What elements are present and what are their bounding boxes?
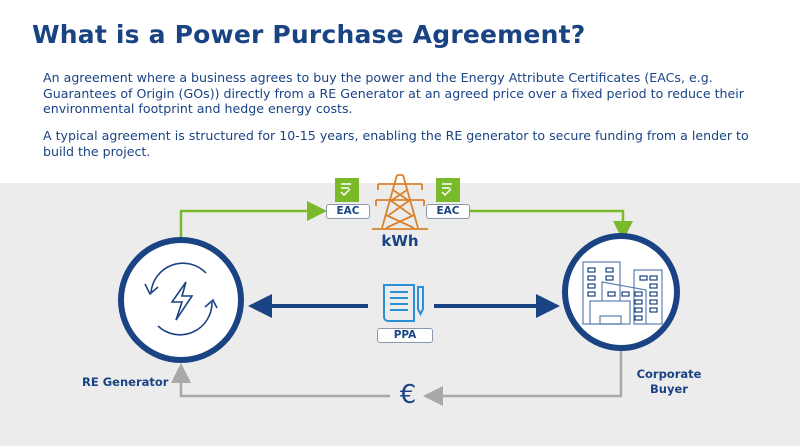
generator-icon — [118, 237, 244, 363]
definition-paragraph: An agreement where a business agrees to … — [43, 70, 744, 116]
corporate-buyer-icon — [562, 233, 680, 351]
payment-line — [171, 340, 623, 406]
power-pylon-icon — [372, 174, 428, 230]
eac-badge-left: EAC — [326, 204, 370, 219]
euro-icon — [394, 382, 422, 410]
re-generator-label: RE Generator — [82, 375, 169, 389]
eac-badge-right: EAC — [426, 204, 470, 219]
kwh-label: kWh — [381, 232, 419, 250]
page-title: What is a Power Purchase Agreement? — [32, 20, 586, 49]
ppa-document-icon — [383, 284, 424, 322]
ppa-badge: PPA — [377, 328, 433, 343]
euro-symbol: € — [399, 380, 417, 410]
energy-flow-line — [179, 201, 633, 241]
term-paragraph: A typical agreement is structured for 10… — [43, 128, 749, 159]
eac-certificate-icon — [436, 178, 460, 202]
eac-certificate-icon — [335, 178, 359, 202]
corporate-buyer-label: Corporate Buyer — [636, 367, 702, 396]
